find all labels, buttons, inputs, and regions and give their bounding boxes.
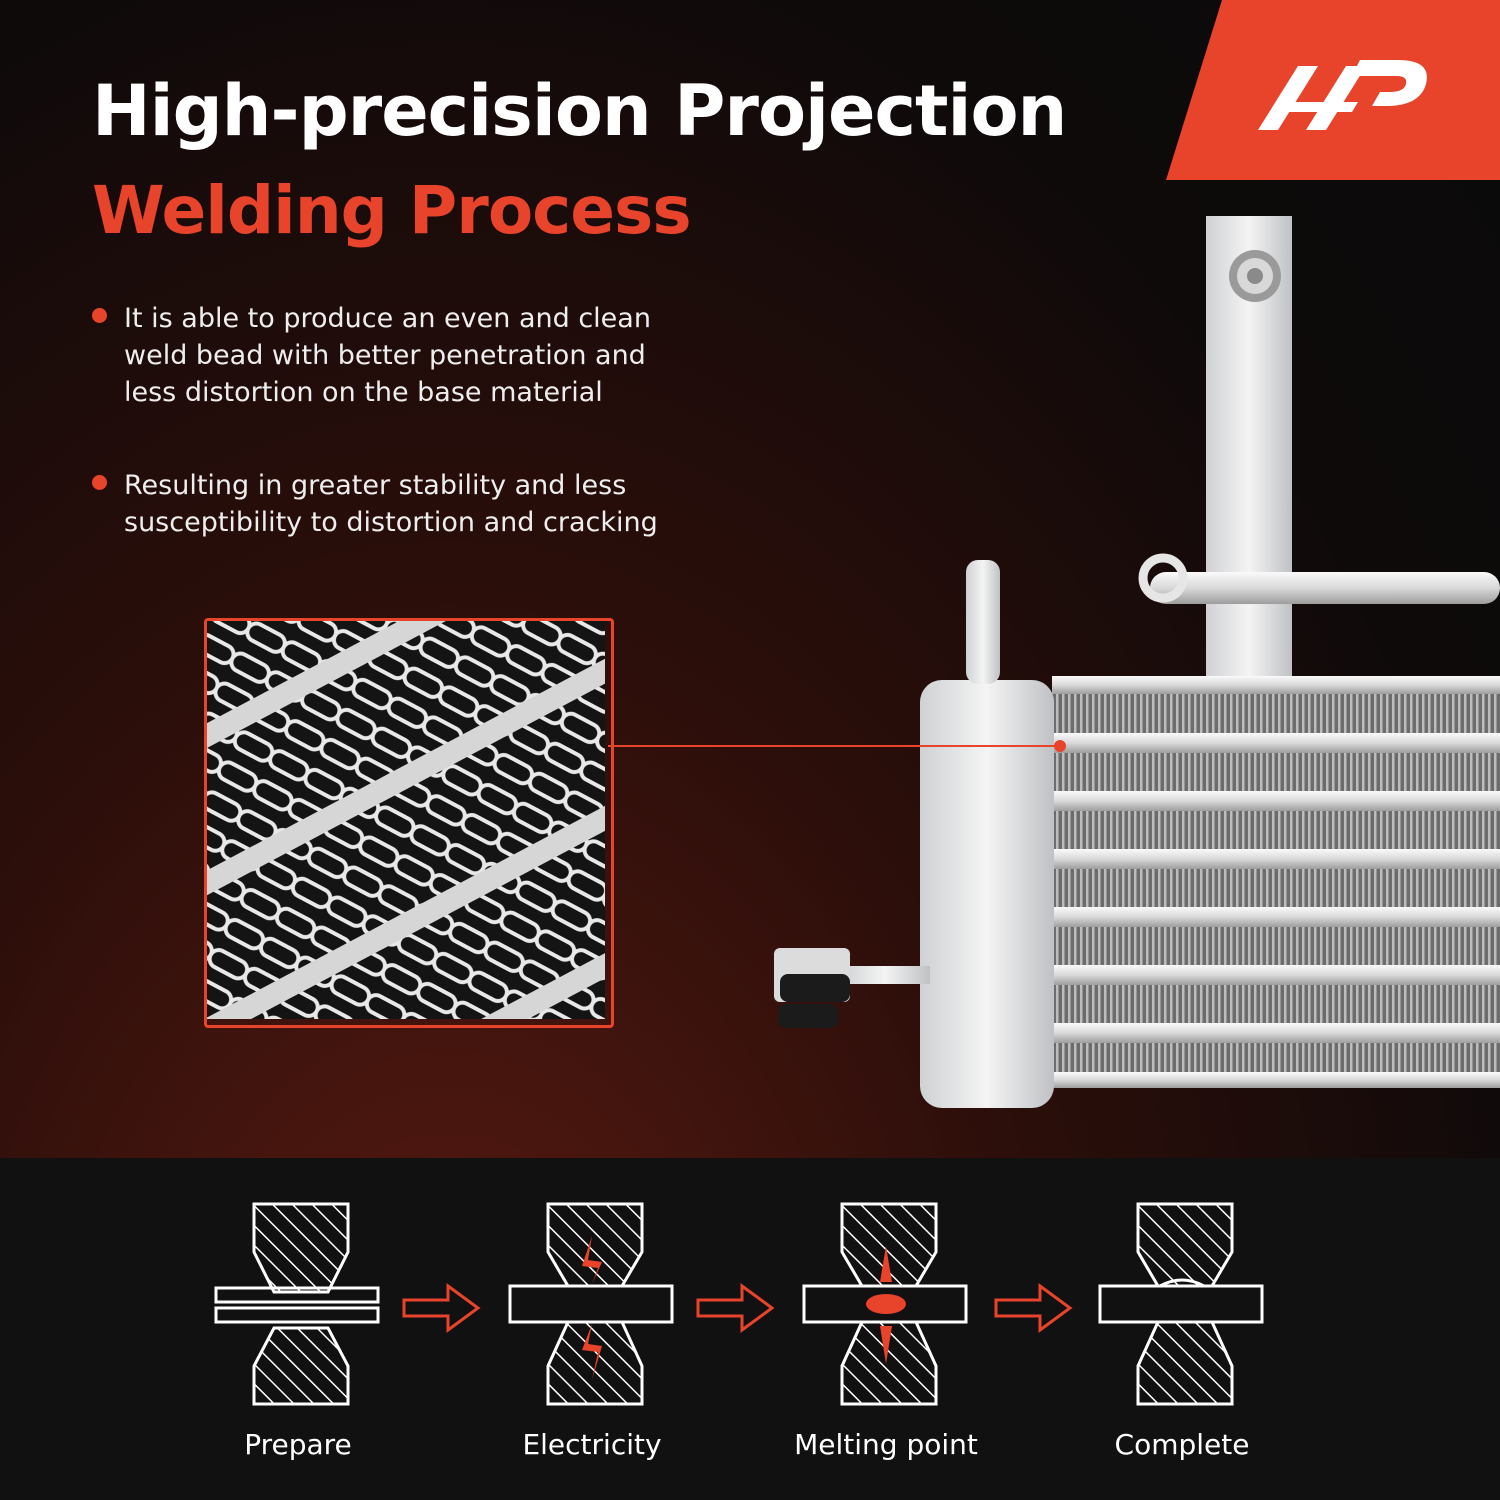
feature-list: It is able to produce an even and clean …: [92, 300, 692, 597]
fin-weld-closeup-image: [207, 621, 605, 1019]
feature-text: Resulting in greater stability and less …: [124, 470, 658, 538]
arrow-right-icon: [696, 1283, 775, 1333]
arrow-right-icon: [402, 1283, 481, 1333]
logo-badge: [1166, 0, 1500, 180]
feature-text: It is able to produce an even and clean …: [124, 303, 651, 408]
headline-line-1: High-precision Projection: [92, 70, 1067, 152]
complete-step-icon: [1098, 1202, 1264, 1406]
bullet-dot-icon: [92, 308, 107, 323]
product-image: [608, 216, 1500, 1108]
bullet-dot-icon: [92, 475, 107, 490]
feature-bullet: It is able to produce an even and clean …: [92, 300, 692, 411]
feature-bullet: Resulting in greater stability and less …: [92, 467, 692, 541]
melting-point-step-icon: [802, 1202, 968, 1406]
step-label: Prepare: [244, 1428, 352, 1461]
step-label: Melting point: [794, 1428, 978, 1461]
prepare-step-icon: [214, 1202, 380, 1406]
process-step-prepare: Prepare: [188, 1200, 408, 1461]
process-step-electricity: Electricity: [482, 1200, 702, 1461]
step-label: Electricity: [522, 1428, 662, 1461]
weld-detail-zoom: [204, 618, 614, 1028]
brand-logo-icon: [1258, 60, 1427, 130]
process-step-complete: Complete: [1072, 1200, 1292, 1461]
process-step-melting-point: Melting point: [776, 1200, 996, 1461]
step-label: Complete: [1114, 1428, 1250, 1461]
headline-line-2: Welding Process: [92, 172, 692, 249]
arrow-right-icon: [994, 1283, 1073, 1333]
electricity-step-icon: [508, 1202, 674, 1406]
process-bar: [0, 1158, 1500, 1500]
